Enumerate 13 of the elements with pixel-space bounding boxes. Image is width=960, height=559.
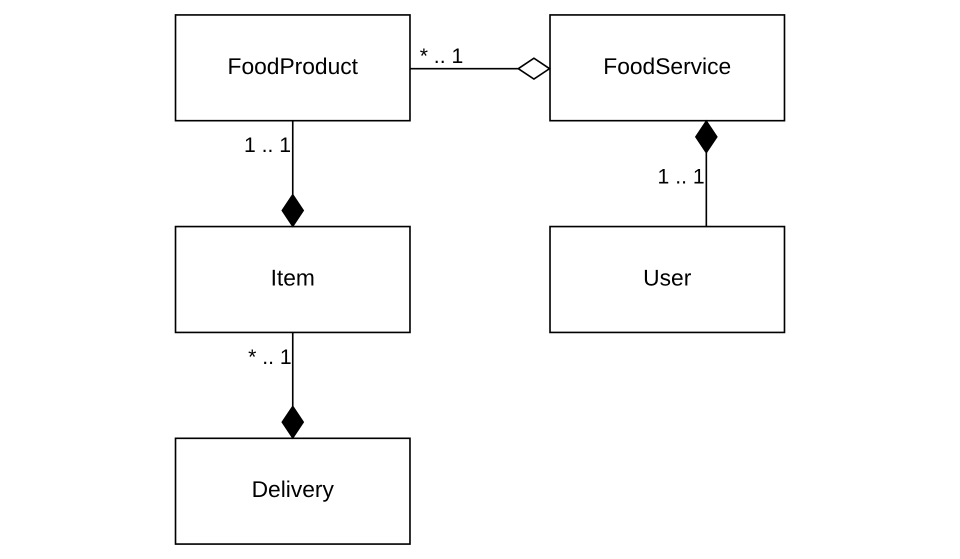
node-box: Delivery — [174, 437, 411, 545]
edge-label: * .. 1 — [420, 44, 464, 68]
node-box: FoodProduct — [174, 14, 411, 122]
node-box: FoodService — [549, 14, 786, 122]
edge-label: 1 .. 1 — [244, 134, 292, 158]
connector — [410, 57, 552, 80]
node-box: Item — [174, 226, 411, 334]
node-box: User — [549, 226, 786, 334]
edge-label: * .. 1 — [248, 346, 292, 369]
edge-label: 1 .. 1 — [658, 165, 705, 188]
connector — [281, 121, 304, 228]
connector — [694, 120, 718, 226]
connector — [281, 332, 304, 440]
